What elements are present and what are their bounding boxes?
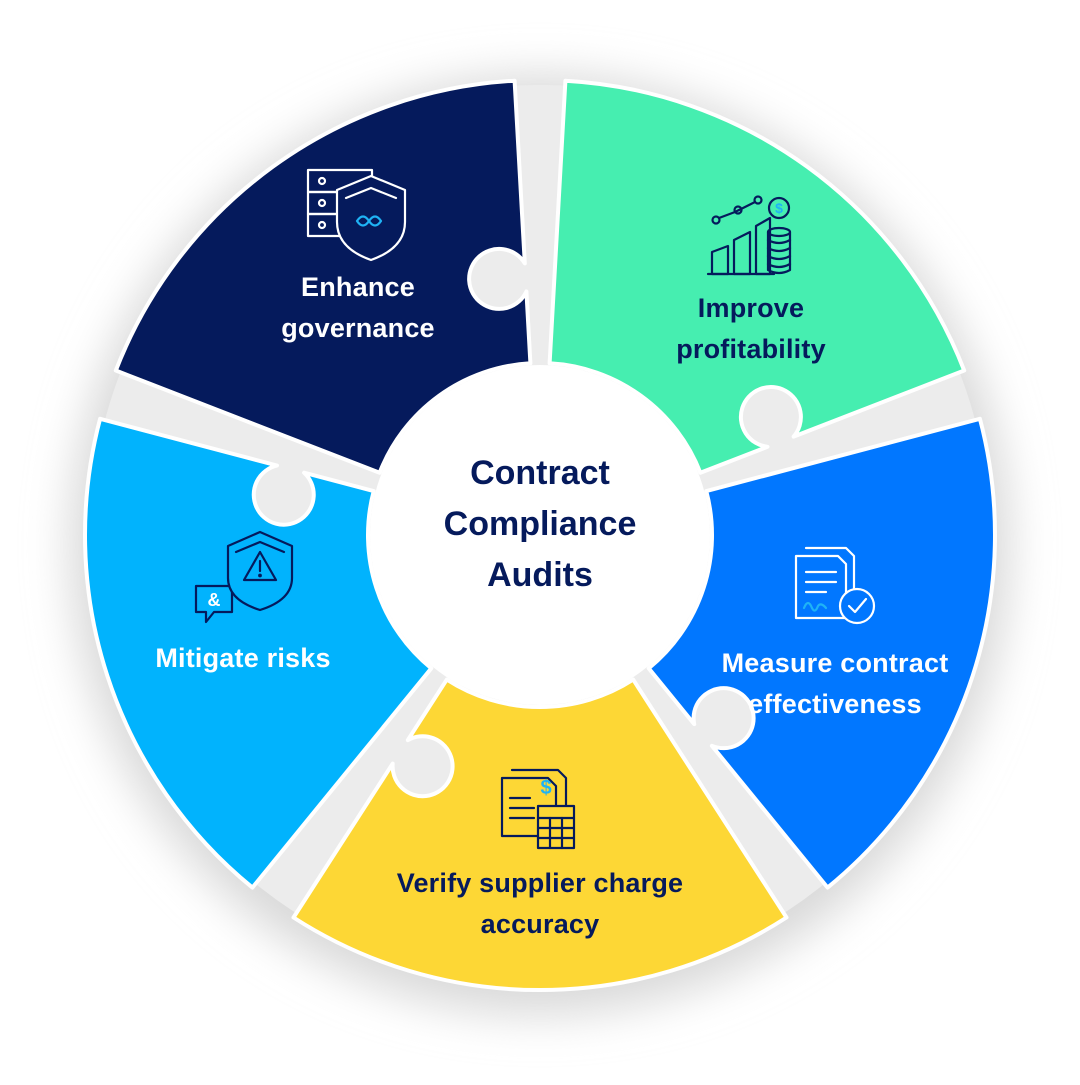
svg-text:$: $ [540, 777, 551, 799]
title-line: Audits [487, 556, 593, 594]
label-line: Measure contract [721, 648, 949, 678]
segment-profitability [547, 78, 967, 475]
center-title: Contract Compliance Audits [390, 448, 690, 601]
growth-chart-coins-icon: $ [706, 195, 792, 276]
segment-label-profitability: Improve profitability [601, 288, 901, 370]
segment-label-risks: Mitigate risks [93, 638, 393, 679]
label-line: Verify supplier charge [396, 868, 684, 898]
server-shield-icon [306, 168, 407, 262]
title-line: Compliance [443, 505, 637, 543]
svg-text:$: $ [775, 200, 783, 216]
label-line: effectiveness [748, 689, 922, 719]
segment-risks [83, 416, 434, 890]
title-line: Contract [470, 454, 610, 492]
segment-governance [113, 78, 533, 475]
label-line: Enhance [301, 272, 415, 302]
segment-label-effectiveness: Measure contract effectiveness [685, 643, 985, 725]
invoice-calculator-icon: $ [500, 768, 576, 850]
label-line: profitability [676, 334, 826, 364]
segment-label-governance: Enhance governance [208, 267, 508, 349]
label-line: governance [281, 313, 435, 343]
label-line: accuracy [480, 909, 600, 939]
signed-contract-check-icon [794, 546, 876, 625]
shield-warning-icon: & [194, 530, 294, 624]
label-line: Mitigate risks [155, 643, 331, 673]
svg-text:&: & [208, 590, 221, 610]
label-line: Improve [697, 293, 805, 323]
segment-label-charges: Verify supplier charge accuracy [340, 863, 740, 945]
center-hub [370, 365, 710, 705]
segment-effectiveness [646, 416, 997, 890]
